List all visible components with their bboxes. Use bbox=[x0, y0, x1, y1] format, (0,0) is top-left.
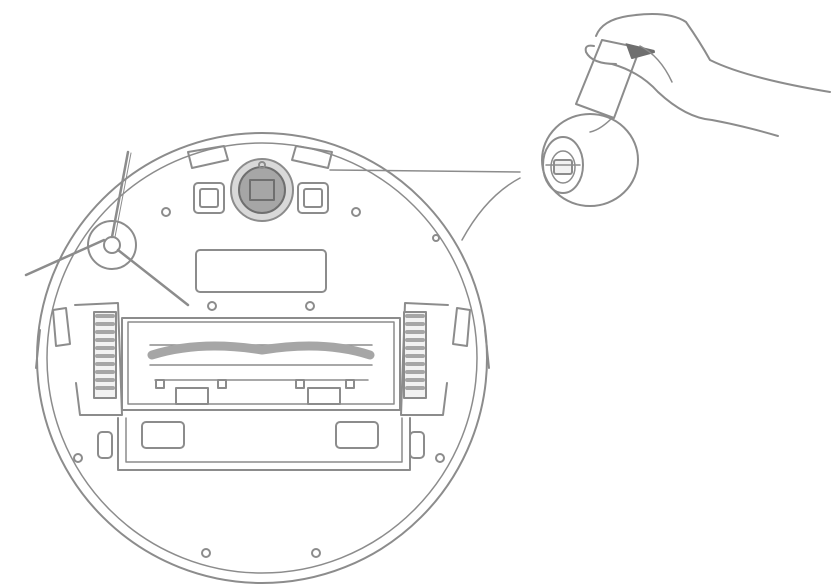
hand-thumb bbox=[584, 44, 617, 65]
screw-hole bbox=[207, 301, 217, 311]
brush-clip-right bbox=[307, 387, 341, 405]
callout-line-top bbox=[329, 169, 521, 173]
dustbin-inner bbox=[125, 417, 403, 463]
left-wheel-housing bbox=[74, 302, 123, 416]
left-bumper-edge bbox=[35, 329, 41, 369]
screw-hole bbox=[258, 161, 266, 169]
rear-slot-left bbox=[97, 431, 113, 459]
label-plate bbox=[195, 249, 327, 293]
side-brush bbox=[24, 150, 190, 307]
hand-back bbox=[595, 13, 831, 93]
rear-section bbox=[73, 417, 445, 558]
main-brush-bristles bbox=[147, 341, 375, 360]
side-brush-bristles bbox=[24, 150, 190, 307]
screw-hole bbox=[201, 548, 211, 558]
rear-vent-left bbox=[141, 421, 185, 449]
front-caster-assembly bbox=[161, 145, 361, 222]
charging-contact-left bbox=[193, 182, 225, 214]
removed-omni-wheel-hub bbox=[550, 150, 576, 184]
left-drive-wheel-assembly bbox=[52, 302, 123, 416]
hand-with-tool bbox=[575, 13, 831, 137]
removed-omni-wheel-axle bbox=[553, 159, 573, 175]
removed-omni-wheel-detail bbox=[541, 113, 639, 207]
hand-fingers bbox=[611, 63, 779, 137]
rear-slot-right bbox=[409, 431, 425, 459]
front-cliff-sensor-right bbox=[291, 145, 333, 169]
screw-hole bbox=[73, 453, 83, 463]
main-brush-cover bbox=[127, 321, 395, 405]
charging-contact-right-inner bbox=[303, 188, 323, 208]
screw-hole bbox=[311, 548, 321, 558]
left-wheel-tread bbox=[95, 314, 115, 390]
rear-vent-right bbox=[335, 421, 379, 449]
hand-crease bbox=[639, 45, 673, 83]
callout-line-bottom bbox=[461, 177, 521, 241]
main-brush-frame bbox=[121, 317, 401, 411]
brush-latch bbox=[345, 379, 355, 389]
charging-contact-right bbox=[297, 182, 329, 214]
brush-clip-left bbox=[175, 387, 209, 405]
front-cliff-sensor-left bbox=[187, 145, 229, 169]
right-wheel-tread bbox=[405, 314, 425, 390]
side-brush-hub bbox=[87, 220, 137, 270]
right-wheel-housing bbox=[400, 302, 449, 416]
omni-wheel bbox=[238, 166, 286, 214]
brush-latch bbox=[155, 379, 165, 389]
brush-latch bbox=[295, 379, 305, 389]
removed-omni-wheel-face bbox=[542, 136, 584, 194]
robot-inner-rim bbox=[46, 142, 478, 574]
right-drive-wheel-assembly bbox=[400, 302, 471, 416]
tool-tip bbox=[589, 117, 613, 133]
screw-hole bbox=[305, 301, 315, 311]
omni-wheel-axle bbox=[249, 179, 275, 201]
screw-hole bbox=[432, 234, 440, 242]
screw-hole bbox=[435, 453, 445, 463]
charging-contact-left-inner bbox=[199, 188, 219, 208]
main-brush-assembly bbox=[121, 317, 401, 411]
screw-hole bbox=[161, 207, 171, 217]
brush-latch bbox=[217, 379, 227, 389]
side-brush-bristle-edge bbox=[114, 152, 132, 238]
right-side-sensor bbox=[452, 307, 471, 347]
robot-vacuum-body bbox=[35, 132, 490, 584]
left-side-sensor bbox=[52, 307, 71, 347]
right-bumper-edge bbox=[484, 329, 490, 369]
screw-hole bbox=[351, 207, 361, 217]
